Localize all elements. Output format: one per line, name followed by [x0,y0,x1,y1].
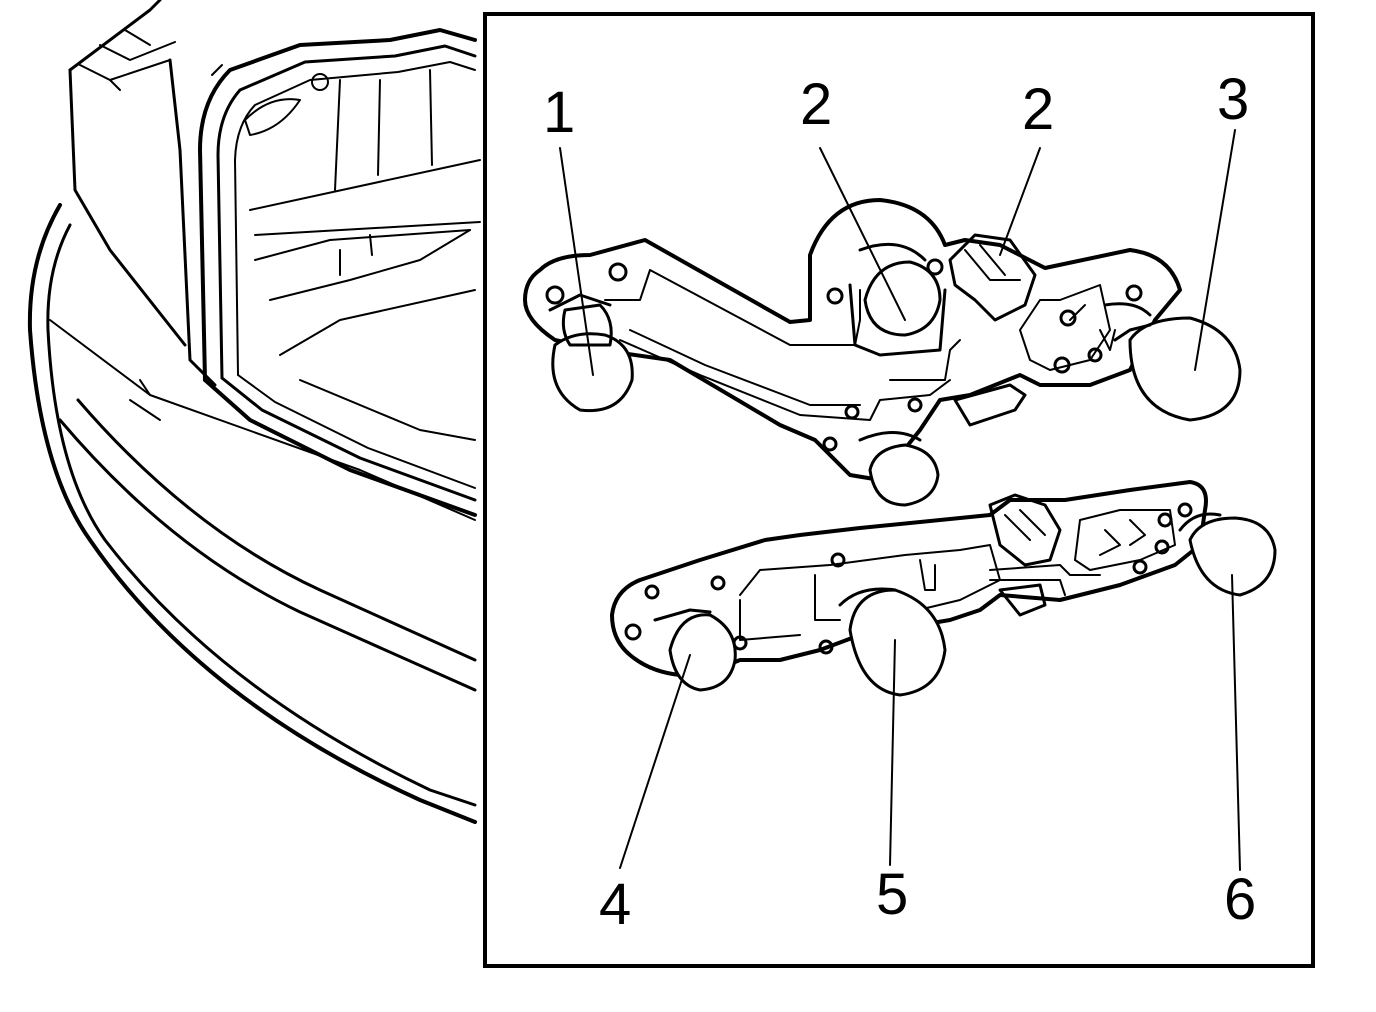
callout-5: 5 [876,862,908,927]
car-rear-outline [27,0,481,824]
bulb-6 [1178,512,1277,597]
bulb-2-upper [848,260,947,357]
bulb-5 [838,587,947,697]
callout-1: 1 [543,80,575,145]
callout-4: 4 [599,872,631,937]
upper-bulb-holder [523,198,1182,482]
bulb-2-lower [868,443,940,507]
callout-2-left: 2 [800,72,832,137]
callout-6: 6 [1224,867,1256,932]
lower-bulb-holder [610,480,1208,677]
leader-lines [559,129,1241,871]
bulb-3 [1113,316,1242,422]
bulb-4 [653,608,737,692]
callout-2-right: 2 [1022,77,1054,142]
callout-3: 3 [1217,67,1249,132]
